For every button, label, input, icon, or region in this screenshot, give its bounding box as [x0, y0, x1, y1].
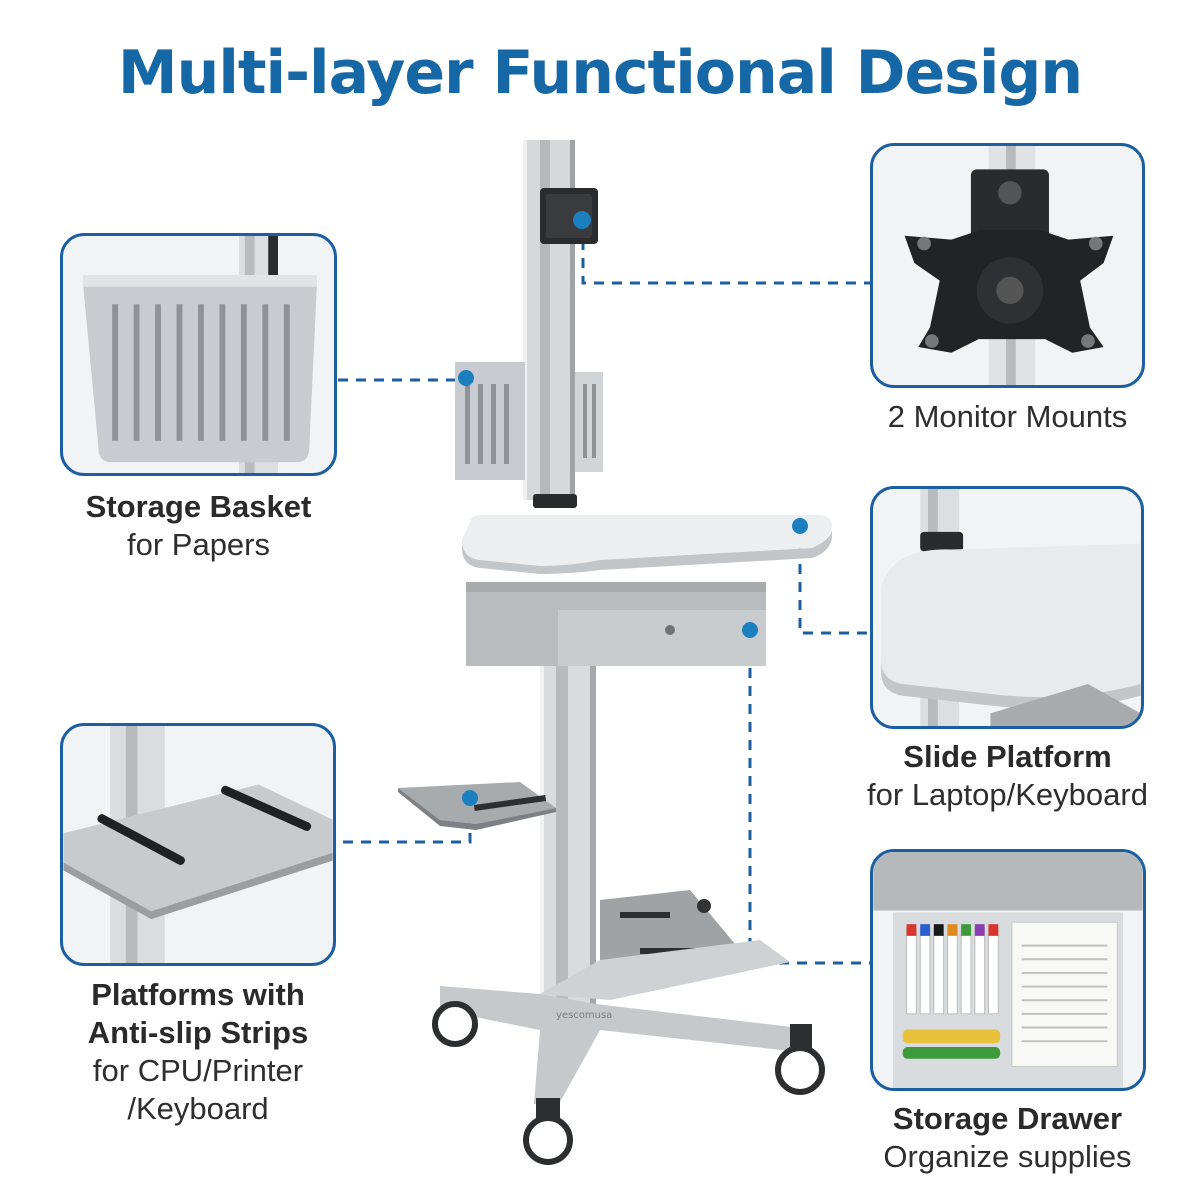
marker-pens [906, 924, 999, 1015]
drawer-subtitle: Organize supplies [883, 1139, 1132, 1174]
platform-title: Slide Platform [903, 739, 1112, 774]
drawer-detail-image [873, 852, 1143, 1088]
strips-title-line2: Anti-slip Strips [87, 1015, 309, 1050]
drawer-caption: Storage Drawer Organize supplies [850, 1100, 1165, 1176]
drawer-detail-panel [870, 849, 1146, 1091]
basket-caption: Storage Basket for Papers [60, 488, 337, 564]
monitor-mount-detail-image [904, 146, 1114, 385]
strip-marker [462, 790, 478, 806]
basket-marker [458, 370, 474, 386]
basket-subtitle: for Papers [126, 527, 270, 562]
brand-logo: yescomusa [556, 1010, 612, 1021]
basket-title: Storage Basket [85, 489, 312, 524]
monitor-mount-label: 2 Monitor Mounts [887, 399, 1128, 434]
strips-subtitle-line2: /Keyboard [127, 1091, 269, 1126]
strips-detail-image [63, 726, 333, 963]
drawer-title: Storage Drawer [892, 1101, 1123, 1136]
platform-subtitle: for Laptop/Keyboard [867, 777, 1148, 812]
monitor-mount-caption: 2 Monitor Mounts [840, 398, 1175, 436]
strips-caption: Platforms with Anti-slip Strips for CPU/… [40, 976, 356, 1128]
mount-marker [573, 211, 591, 229]
platform-marker [792, 518, 808, 534]
basket-detail-panel [60, 233, 337, 476]
monitor-mount-detail-panel [870, 143, 1145, 388]
platform-detail-panel [870, 486, 1144, 729]
page-title: Multi-layer Functional Design [117, 38, 1083, 108]
strips-title-line1: Platforms with [91, 977, 305, 1012]
strips-subtitle-line1: for CPU/Printer [92, 1053, 304, 1088]
platform-detail-image [881, 489, 1141, 726]
strips-detail-panel [60, 723, 336, 966]
basket-detail-image [82, 236, 317, 473]
platform-caption: Slide Platform for Laptop/Keyboard [830, 738, 1185, 814]
drawer-marker [742, 622, 758, 638]
